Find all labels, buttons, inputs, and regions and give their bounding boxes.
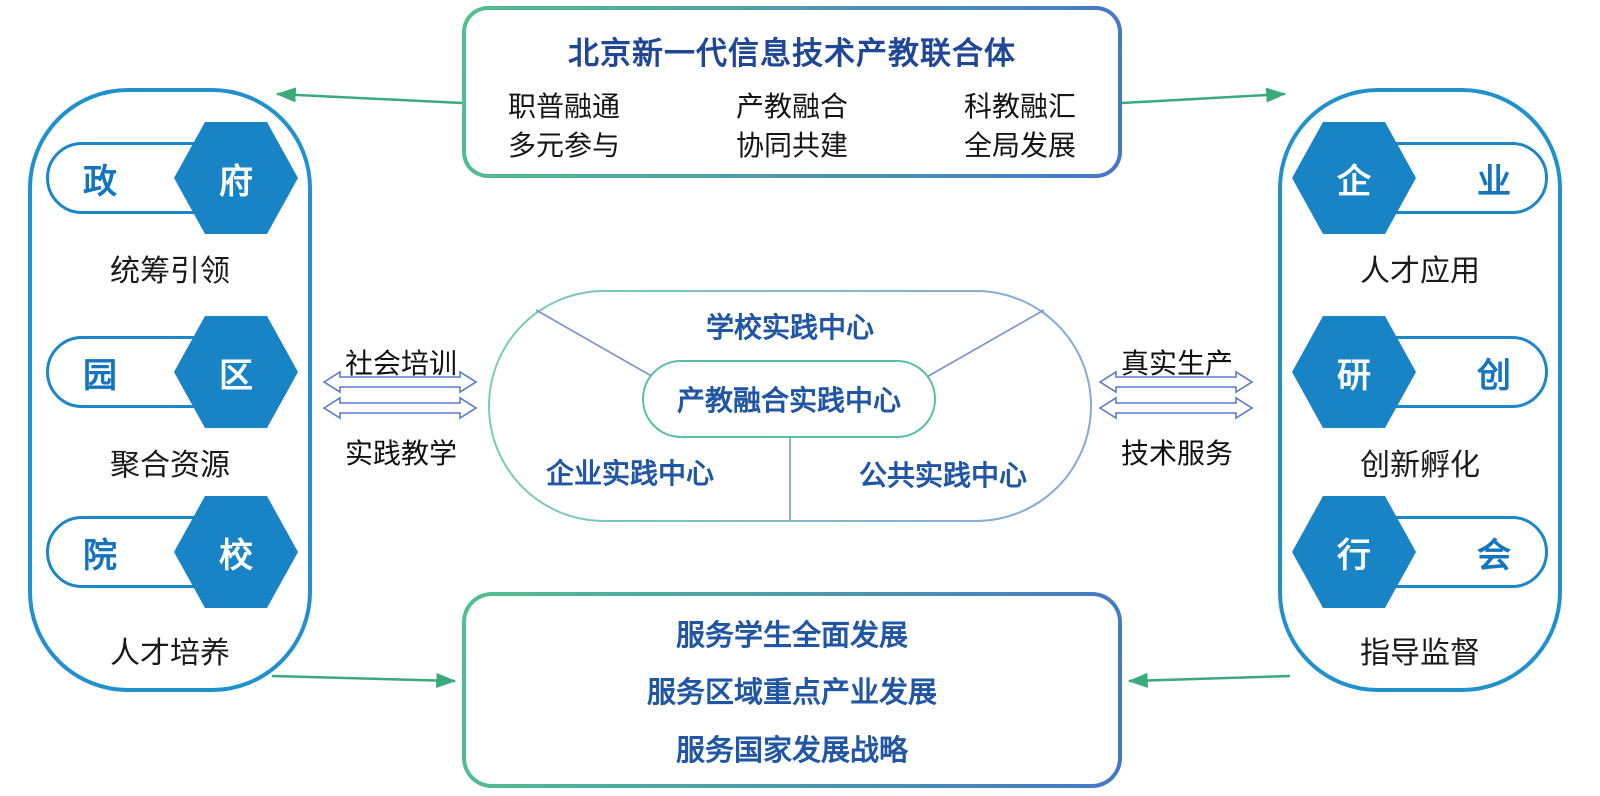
pillar-2-line-1: 产教融合 [735,91,848,122]
consortium-pillars: 职普融通 多元参与 产教融合 协同共建 科教融汇 全局发展 [466,73,1118,165]
consortium-box: 北京新一代信息技术产教联合体 职普融通 多元参与 产教融合 协同共建 科教融汇 … [462,6,1122,178]
green-arrow-bottom-left [271,672,457,688]
college-pill-char: 院 [83,536,117,575]
government-pill-char: 政 [83,162,117,201]
college-hex-char: 校 [219,536,253,575]
government-hex-char: 府 [219,162,253,201]
double-arrow-left-2 [322,396,478,420]
left-item-park: 园 区 [46,312,302,432]
government-hexagon: 府 [174,122,298,234]
pillar-3-line-2: 全局发展 [963,130,1076,162]
service-goal-1: 服务学生全面发展 [675,619,908,652]
park-hexagon: 区 [174,316,298,428]
association-pill-char: 会 [1477,536,1511,575]
enterprise-hex-char: 企 [1337,162,1371,201]
left-link-top-label: 社会培训 [344,348,457,379]
enterprise-role-label: 人才应用 [1360,255,1480,288]
right-item-research: 创 研 [1292,312,1548,432]
pillar-2-line-2: 协同共建 [735,130,848,162]
hub-top-label: 学校实践中心 [705,312,874,343]
right-item-enterprise: 业 企 [1292,118,1548,238]
park-role-label: 聚合资源 [110,449,230,482]
consortium-box-inner: 北京新一代信息技术产教联合体 职普融通 多元参与 产教融合 协同共建 科教融汇 … [466,10,1118,174]
research-hex-char: 研 [1337,356,1371,395]
right-link-bottom-label: 技术服务 [1120,438,1233,469]
service-goals-box: 服务学生全面发展 服务区域重点产业发展 服务国家发展战略 [462,592,1122,788]
college-hexagon: 校 [174,496,298,608]
green-arrow-bottom-right [1127,672,1291,688]
association-hexagon: 行 [1292,496,1416,608]
consortium-title: 北京新一代信息技术产教联合体 [568,36,1016,71]
research-pill-char: 创 [1477,356,1511,395]
research-hexagon: 研 [1292,316,1416,428]
pillar-2: 产教融合 协同共建 [736,87,848,165]
enterprise-hexagon: 企 [1292,122,1416,234]
association-hex-char: 行 [1337,536,1371,575]
pillar-3: 科教融汇 全局发展 [964,87,1076,165]
left-item-government: 政 府 [46,118,302,238]
hub-bottom-right-label: 公共实践中心 [858,460,1027,491]
right-link-top-label: 真实生产 [1120,348,1233,379]
college-role-label: 人才培养 [110,637,230,670]
pillar-1-line-1: 职普融通 [508,91,621,122]
association-role-label: 指导监督 [1360,637,1480,670]
service-goal-3: 服务国家发展战略 [675,734,908,767]
right-item-association: 会 行 [1292,492,1548,612]
pillar-1-line-2: 多元参与 [508,130,621,162]
hub-bottom-left-label: 企业实践中心 [545,458,714,489]
green-arrow-top-right [1121,87,1287,105]
research-role-label: 创新孵化 [1360,449,1480,482]
government-role-label: 统筹引领 [110,255,230,288]
hub-core-label: 产教融合实践中心 [642,360,936,438]
left-item-college: 院 校 [46,492,302,612]
double-arrow-right-2 [1098,396,1254,420]
enterprise-pill-char: 业 [1477,162,1511,201]
green-arrow-top-left [275,87,463,105]
pillar-3-line-1: 科教融汇 [963,91,1076,122]
pillar-1: 职普融通 多元参与 [508,87,620,165]
left-link-bottom-label: 实践教学 [344,438,457,469]
park-pill-char: 园 [83,356,117,395]
service-goal-2: 服务区域重点产业发展 [646,677,937,709]
service-goals-box-inner: 服务学生全面发展 服务区域重点产业发展 服务国家发展战略 [466,596,1118,784]
park-hex-char: 区 [219,356,253,395]
